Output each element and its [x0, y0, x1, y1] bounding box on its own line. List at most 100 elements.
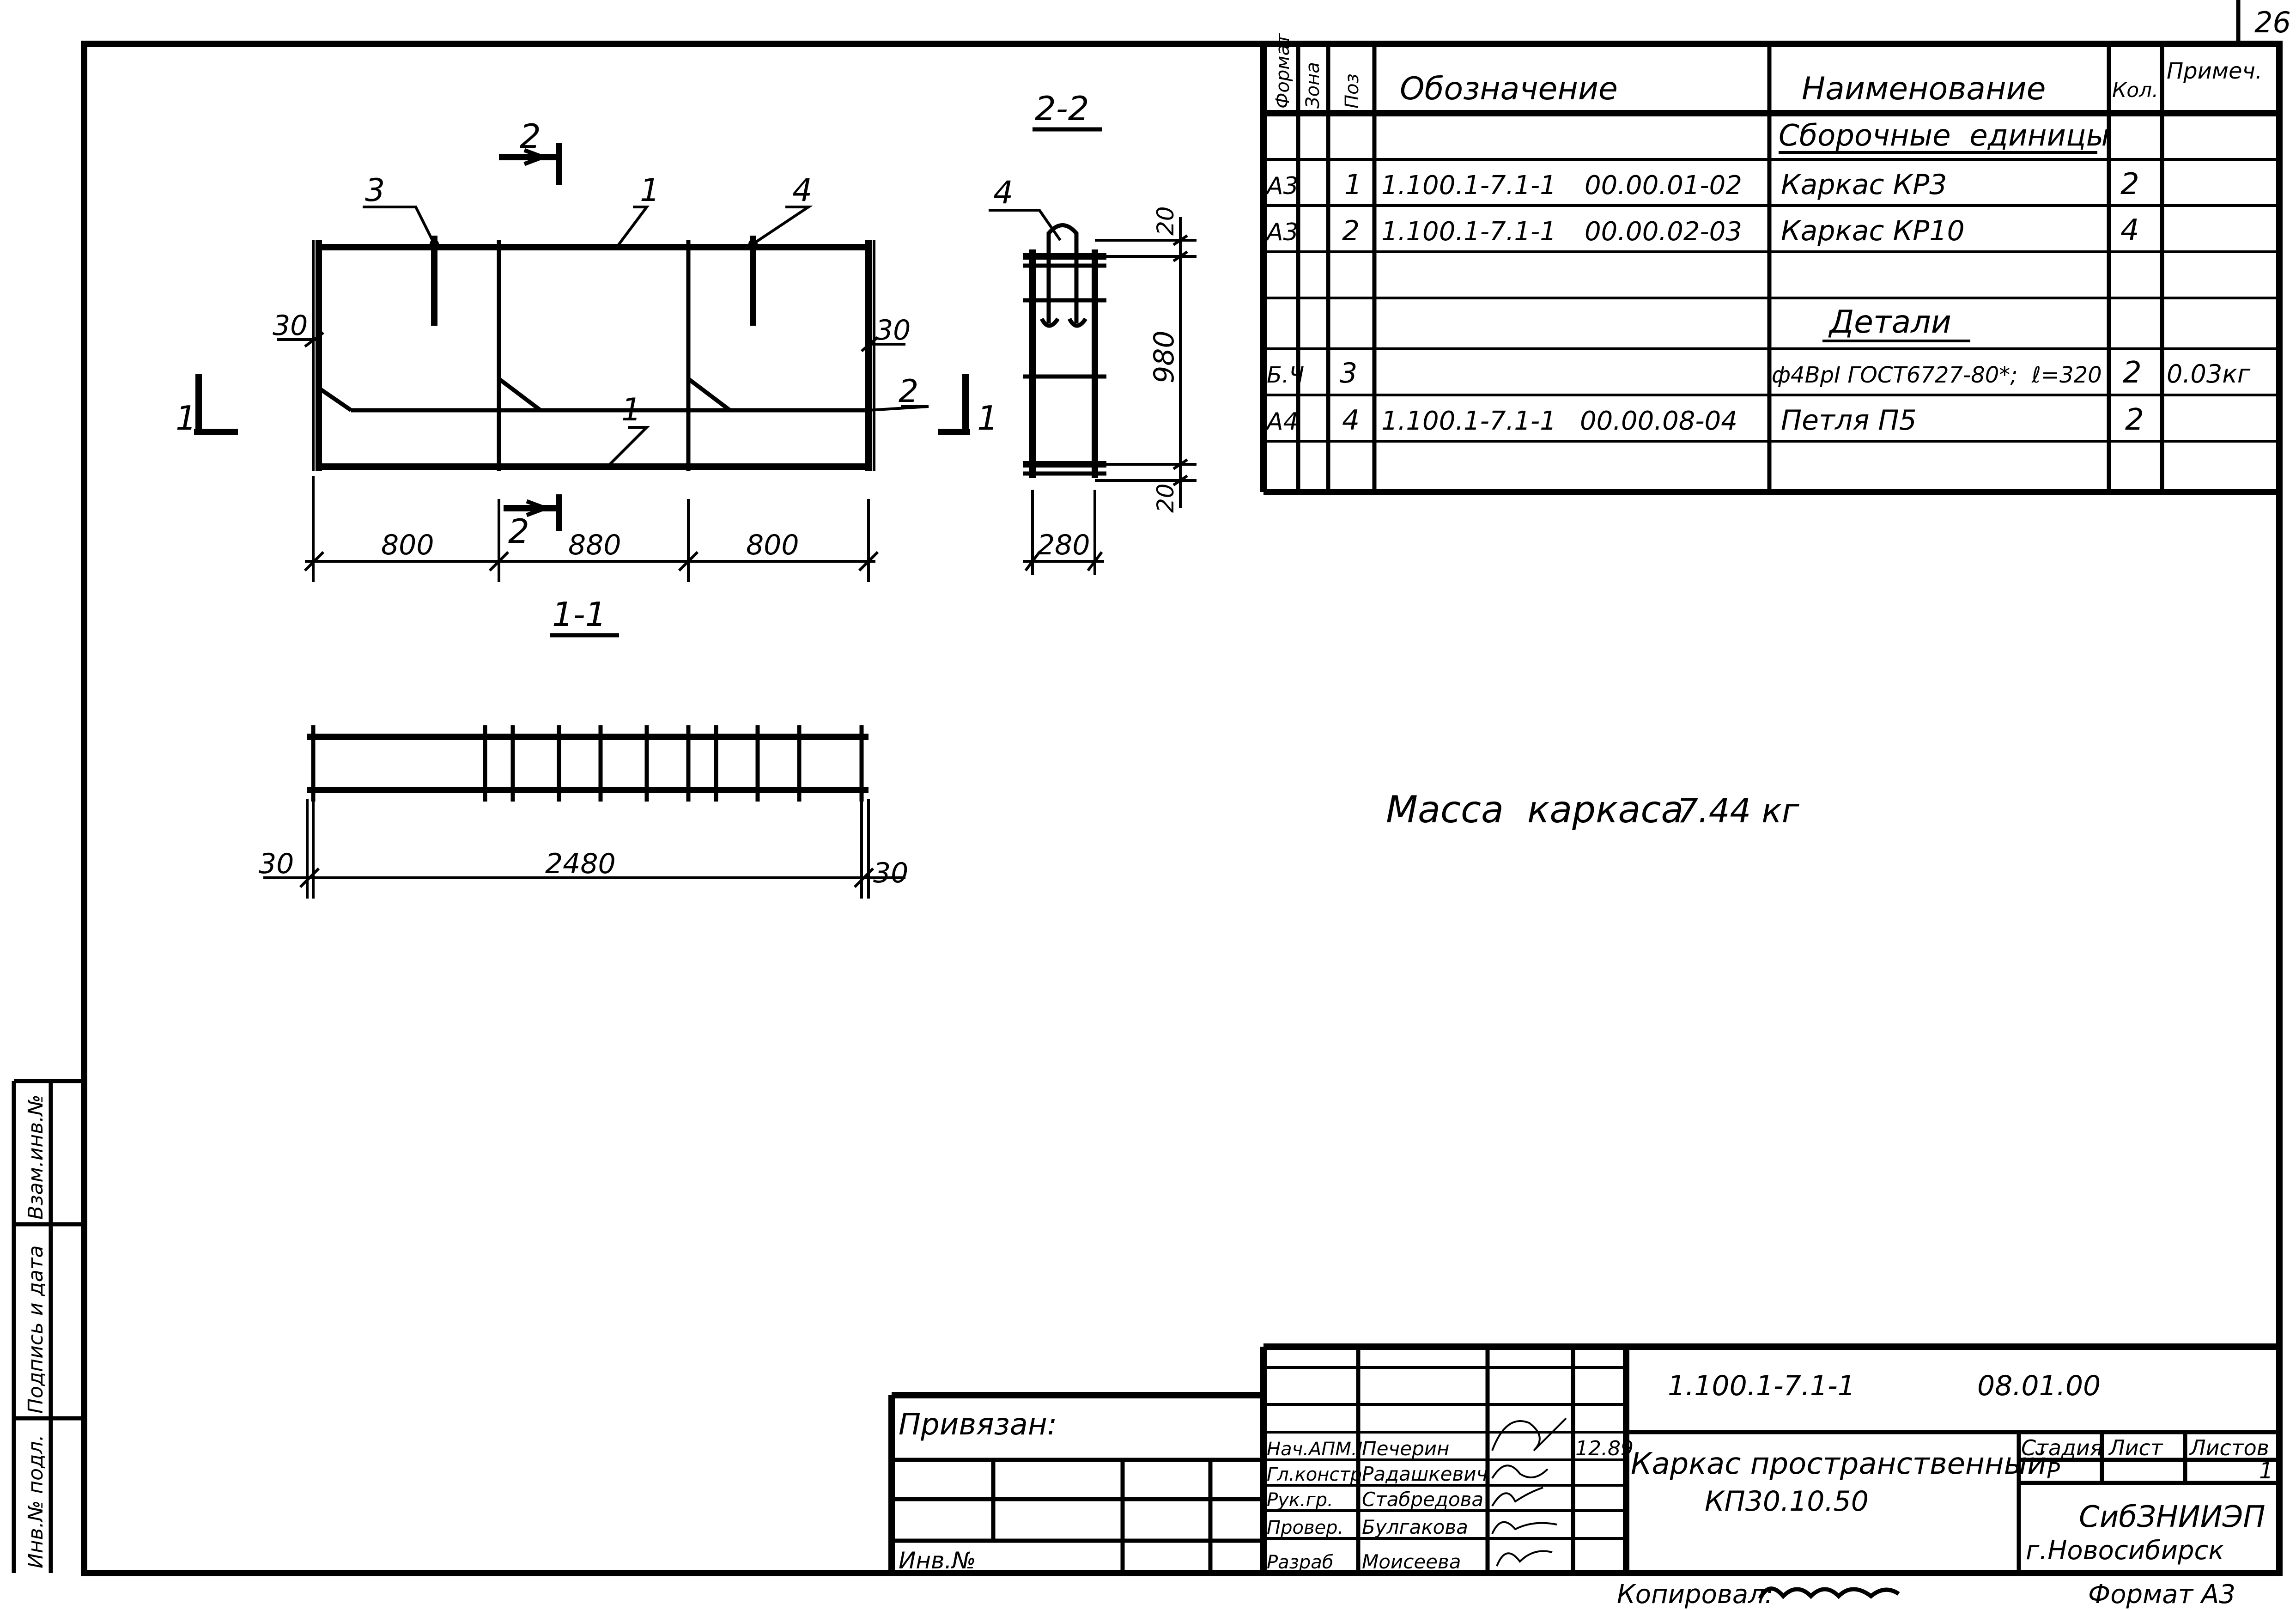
spec-cell-format: А4	[1265, 408, 1299, 436]
signature-graphic	[1491, 1464, 1549, 1479]
privyazan-label: Привязан:	[899, 1408, 1057, 1442]
cut-mark-1-right: 1	[977, 399, 998, 437]
person-name: Булгакова	[1362, 1516, 1468, 1538]
elevation-view: 3 1 4 1 2 2 2 1 1 30 30	[176, 117, 998, 582]
copier-signature-graphic	[1758, 1586, 1900, 1600]
spec-cell-pos: 3	[1340, 357, 1357, 389]
callout-3: 3	[365, 172, 385, 209]
dim-30-left: 30	[273, 310, 308, 342]
callout-2: 2	[899, 373, 918, 410]
side-callout-4: 4	[993, 175, 1013, 211]
person-name: Моисеева	[1362, 1550, 1461, 1573]
sheets-value: 1	[2259, 1458, 2273, 1484]
section-1-1-title: 1-1	[552, 595, 607, 634]
dim-30-right: 30	[875, 314, 911, 346]
role-label: Рук.гр.	[1267, 1489, 1333, 1511]
plan-dim-30-right: 30	[873, 857, 908, 889]
side-dim-280: 280	[1037, 529, 1090, 561]
plan-view: 1-1 30 2480 30	[259, 595, 908, 899]
role-label: Гл.констр.	[1267, 1464, 1368, 1485]
margin-label-podpis-data: Подпись и дата	[24, 1245, 48, 1414]
title-block: Привязан: Инв.№ Нач.АПМ.I Гл.констр. Рук…	[888, 1343, 2279, 1574]
stage-value: Р	[2047, 1458, 2060, 1484]
dim-800-left: 800	[381, 529, 434, 561]
org-name: СибЗНИИЭП	[2079, 1500, 2265, 1534]
callout-4: 4	[792, 172, 812, 209]
spec-cell-format: Б.Ч	[1267, 362, 1304, 388]
plan-dim-30-left: 30	[259, 848, 294, 880]
spec-cell-qty: 2	[2125, 403, 2144, 437]
spec-table: Формат Зона Поз Обозначение Наименование…	[1260, 33, 2279, 495]
spec-cell-pos: 1	[1344, 169, 1362, 201]
spec-cell-format: А3	[1265, 172, 1299, 200]
role-label: Нач.АПМ.I	[1267, 1439, 1362, 1460]
table-row: Б.Ч 3 ф4ВрI ГОСТ6727-80*; ℓ=320 2 0.03кг	[1267, 356, 2251, 390]
spec-cell-designation: 1.100.1-7.1-1	[1381, 217, 1556, 247]
signature-graphic	[1491, 1417, 1567, 1452]
spec-cell-name: Петля П5	[1781, 404, 1917, 437]
drawing-title-line2: КП30.10.50	[1705, 1485, 1869, 1518]
dim-800-right: 800	[746, 529, 799, 561]
role-label: Разраб	[1267, 1552, 1333, 1573]
spec-cell-pos: 4	[1342, 404, 1360, 437]
role-label: Провер.	[1267, 1517, 1343, 1538]
org-city: г.Новосибирск	[2026, 1536, 2224, 1566]
person-name: Печерин	[1362, 1437, 1450, 1460]
drawing-designation: 1.100.1-7.1-1	[1668, 1370, 1855, 1402]
cut-mark-2-bottom: 2	[508, 512, 529, 551]
sheet-frame	[81, 41, 2283, 1576]
spec-header-qty: Кол.	[2112, 79, 2158, 102]
drawing-code: 08.01.00	[1977, 1370, 2101, 1402]
spec-section-details: Детали	[1828, 304, 1951, 340]
spec-section-assembly: Сборочные единицы	[1779, 119, 2109, 153]
stage-label: Стадия	[2021, 1435, 2102, 1460]
table-row: А3 1 1.100.1-7.1-1 00.00.01-02 Каркас КР…	[1265, 167, 2139, 201]
spec-cell-name: Каркас КР10	[1781, 215, 1965, 247]
margin-label-inv-podl: Инв.№ подл.	[24, 1434, 48, 1568]
spec-cell-qty: 2	[2123, 356, 2142, 390]
callout-1-top: 1	[640, 172, 660, 209]
spec-cell-qty: 2	[2120, 167, 2139, 201]
cut-mark-1-left: 1	[176, 399, 197, 437]
footer-copied: Копировал:	[1617, 1580, 1774, 1610]
side-dim-980: 980	[1148, 330, 1180, 383]
footer-format: Формат А3	[2088, 1580, 2235, 1610]
section-2-2-title: 2-2	[1035, 89, 1089, 128]
side-dim-20-top: 20	[1152, 206, 1179, 236]
spec-cell-code: 00.00.02-03	[1585, 217, 1742, 247]
drawing-title-line1: Каркас пространственный	[1631, 1447, 2047, 1481]
side-dim-20-bottom: 20	[1152, 483, 1179, 513]
spec-cell-qty: 4	[2120, 213, 2139, 248]
mass-label: Масса каркаса	[1386, 788, 1683, 831]
spec-header-note: Примеч.	[2167, 58, 2262, 84]
mass-value: 7.44 кг	[1677, 791, 1800, 830]
spec-cell-name: ф4ВрI ГОСТ6727-80*; ℓ=320	[1772, 362, 2102, 388]
dim-880: 880	[568, 529, 621, 561]
spec-cell-code: 00.00.08-04	[1580, 406, 1737, 436]
person-name: Радашкевич	[1362, 1463, 1488, 1485]
sheet-number: 26	[2254, 6, 2291, 39]
spec-cell-format: А3	[1265, 219, 1299, 246]
spec-header-format: Формат	[1272, 33, 1294, 109]
table-row: А4 4 1.100.1-7.1-1 00.00.08-04 Петля П5 …	[1265, 403, 2144, 437]
table-row: А3 2 1.100.1-7.1-1 00.00.02-03 Каркас КР…	[1265, 213, 2139, 248]
sheet-label: Лист	[2108, 1435, 2163, 1460]
spec-header-name: Наименование	[1802, 71, 2046, 107]
left-margin-strip: Взам.инв.№ Подпись и дата Инв.№ подл.	[12, 1079, 84, 1573]
spec-cell-name: Каркас КР3	[1781, 169, 1947, 201]
person-name: Стабредова	[1362, 1488, 1483, 1511]
plan-dim-2480: 2480	[545, 848, 616, 880]
spec-cell-note: 0.03кг	[2167, 359, 2251, 389]
spec-cell-designation: 1.100.1-7.1-1	[1381, 406, 1556, 436]
spec-header-designation: Обозначение	[1400, 71, 1618, 107]
spec-cell-designation: 1.100.1-7.1-1	[1381, 170, 1556, 200]
spec-header-pos: Поз	[1342, 73, 1363, 109]
spec-cell-code: 00.00.01-02	[1585, 170, 1742, 200]
sheets-label: Листов	[2189, 1435, 2269, 1460]
callout-1-bottom: 1	[621, 392, 641, 428]
cut-mark-2-top: 2	[520, 117, 541, 156]
signature-graphic	[1496, 1550, 1553, 1567]
spec-cell-pos: 2	[1342, 215, 1360, 247]
signature-graphic	[1491, 1487, 1543, 1507]
